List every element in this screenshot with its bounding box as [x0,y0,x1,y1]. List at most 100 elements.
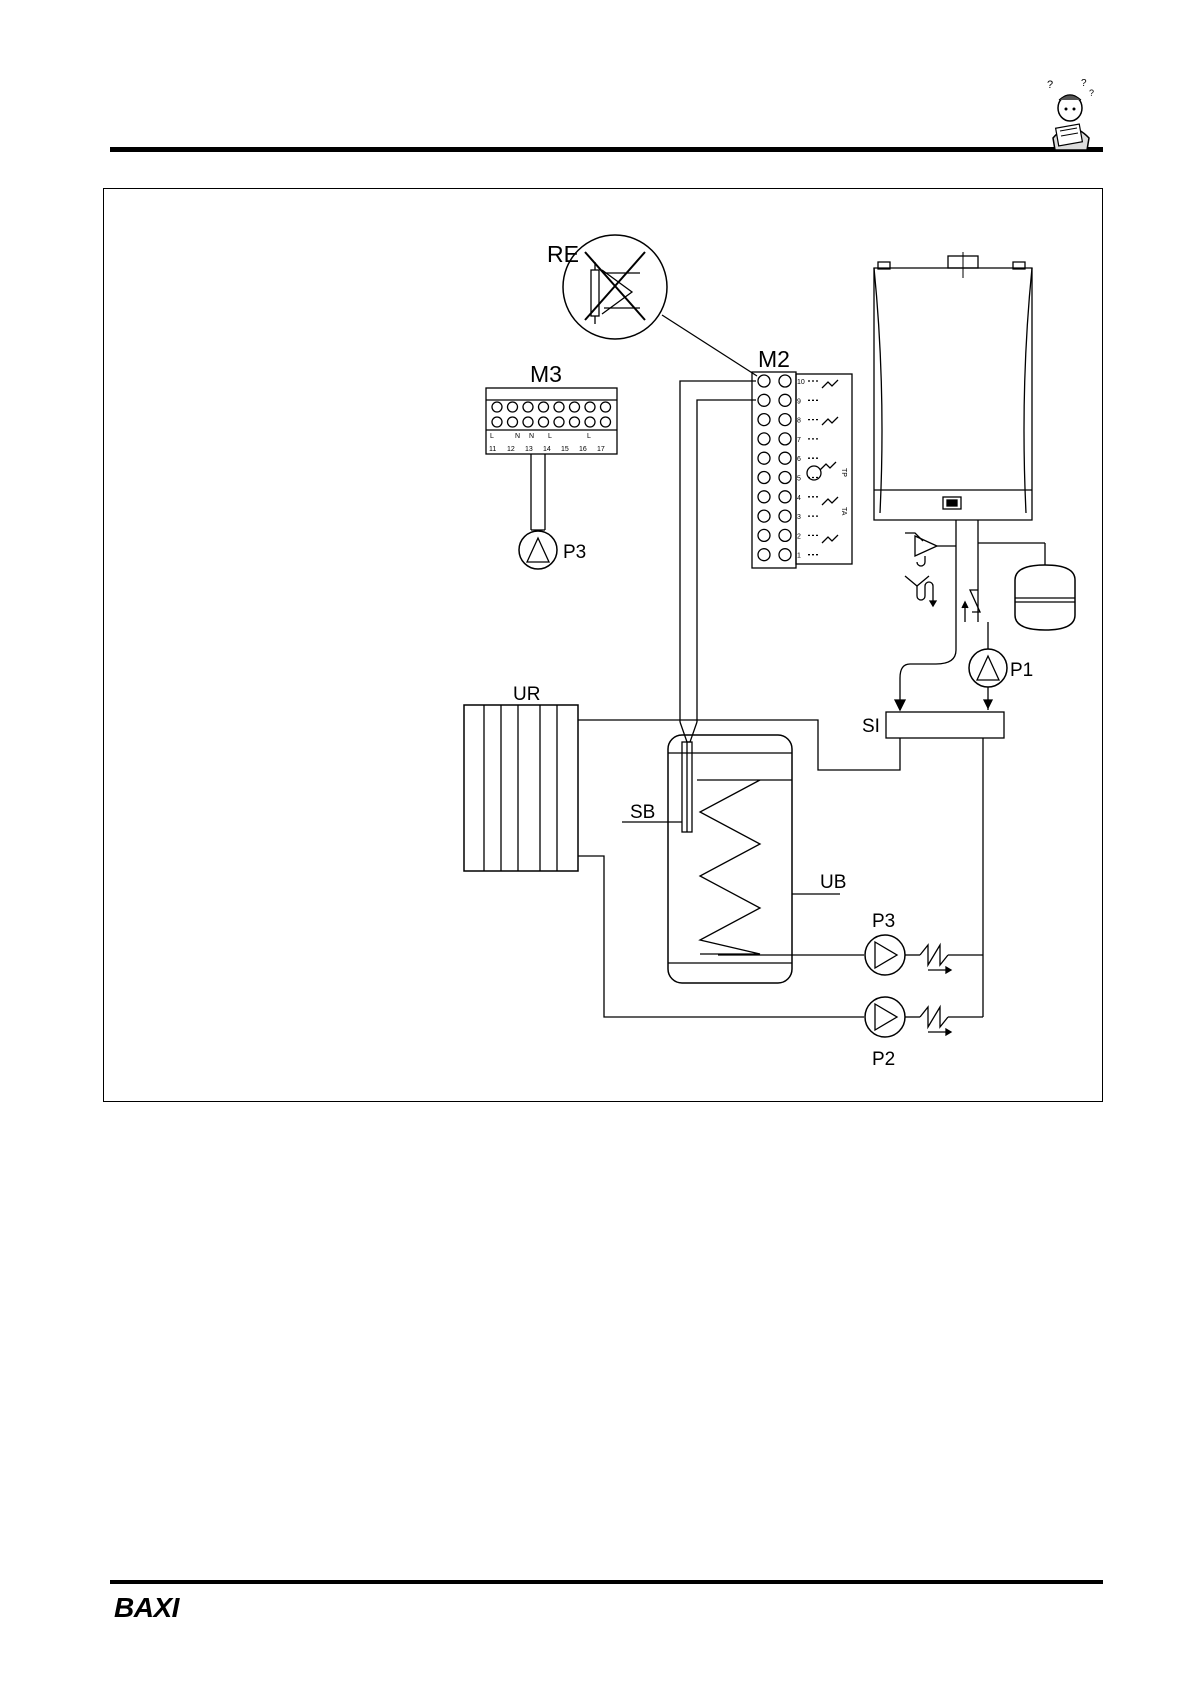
m2-screw [757,548,771,562]
m2-terminal-number: 1 [797,553,801,560]
hydraulic-separator-si [885,711,1005,739]
label-p1: P1 [1010,660,1033,681]
m2-screw [757,451,771,465]
m2-screw [778,374,792,388]
m2-screw [778,490,792,504]
m2-terminal-block [751,371,853,569]
check-valve-icon [961,589,982,622]
m3-terminal-mark: L [587,433,591,440]
m3-screw [506,401,519,413]
label-m2: M2 [758,346,790,372]
m2-terminal-number: 4 [797,495,801,502]
boiler [873,252,1046,650]
m3-terminal-number: 16 [579,446,587,453]
m2-symbol [819,461,837,471]
m3-terminal-number: 15 [561,446,569,453]
pump-p3-top [518,530,558,570]
m3-terminal-mark: N [515,433,520,440]
m2-screw [778,470,792,485]
check-valve-icon [905,942,983,975]
m3-screw [553,416,565,428]
label-ur: UR [513,684,540,705]
storage-tank-ub [667,734,793,984]
sensor-cable [679,380,756,833]
header-rule [110,147,1103,152]
m2-screw [757,374,771,388]
m3-terminal-mark: N [529,433,534,440]
m3-terminal-number: 14 [543,446,551,453]
m3-terminal-number: 17 [597,446,605,453]
label-re: RE [547,241,579,267]
diagram-frame [103,188,1103,1102]
m3-screw [568,401,581,413]
diagram-labels: RE M3 M2 P3 UR SB UB SI P1 P3 P2 [513,241,1033,1070]
expansion-vessel-icon [1014,564,1076,631]
pump-p3-bottom [864,934,906,976]
m3-screw [522,416,534,428]
m3-terminal-mark: L [548,433,552,440]
svg-text:?: ? [1089,88,1094,98]
m2-screw [757,412,771,427]
label-m3: M3 [530,361,562,387]
radiator-return-pipe [578,855,864,1018]
svg-text:?: ? [1047,79,1053,91]
m2-screw [778,451,792,465]
radiator-supply-pipe [578,719,901,771]
radiator-ur [463,704,579,872]
m2-screw [778,412,792,427]
m2-screw [757,490,771,504]
m2-screw [778,432,792,446]
m2-symbol [821,416,839,426]
m3-screw [522,401,534,413]
label-sb: SB [630,802,655,823]
footer-rule [110,1580,1103,1584]
safety-valve-icon [904,532,956,608]
m2-symbol [821,534,839,544]
crossed-fuse-icon [562,234,758,377]
label-p2: P2 [872,1049,895,1070]
m2-screw [778,509,792,523]
m3-screw [599,401,612,413]
mechanic-reading-manual-icon: ? ? ? [1047,78,1094,151]
m3-terminal-number: 12 [507,446,515,453]
brand-logo: BAXI [114,1592,179,1623]
m2-screw [778,393,792,407]
m3-terminal-block [485,387,618,531]
m2-screw [757,393,771,407]
m2-side-mark: TP [840,468,847,477]
svg-text:?: ? [1081,78,1087,89]
m2-screw [778,528,792,543]
check-valve-icon [905,1004,983,1037]
m2-terminal-number: 7 [797,437,801,444]
pump-p2 [864,996,906,1038]
m2-symbol [821,379,839,389]
m2-symbol [821,496,839,506]
label-p3-top: P3 [563,542,586,563]
pump-p1 [968,622,1008,710]
m2-terminal-number: 3 [797,514,801,521]
m2-screw [757,528,771,543]
m3-screw [568,416,581,428]
m2-terminal-number: 6 [797,456,801,463]
m3-screw [491,416,503,428]
m2-screw [778,548,792,562]
m3-screw [599,416,612,428]
label-ub: UB [820,872,846,893]
supply-pipe [899,649,957,710]
m2-side-mark: TA [840,507,847,516]
m3-screw [584,401,596,413]
m3-screw [584,416,596,428]
m2-screw [757,432,771,446]
m2-terminal-number: 10 [797,379,805,386]
m3-screw [506,416,519,428]
m3-screw [491,401,503,413]
m2-terminal-number: 9 [797,398,801,405]
m3-terminal-number: 13 [525,446,533,453]
m3-terminal-mark: L [490,433,494,440]
label-si: SI [862,716,880,737]
m3-terminal-number: 11 [489,446,496,453]
m2-terminal-number: 8 [797,418,801,425]
